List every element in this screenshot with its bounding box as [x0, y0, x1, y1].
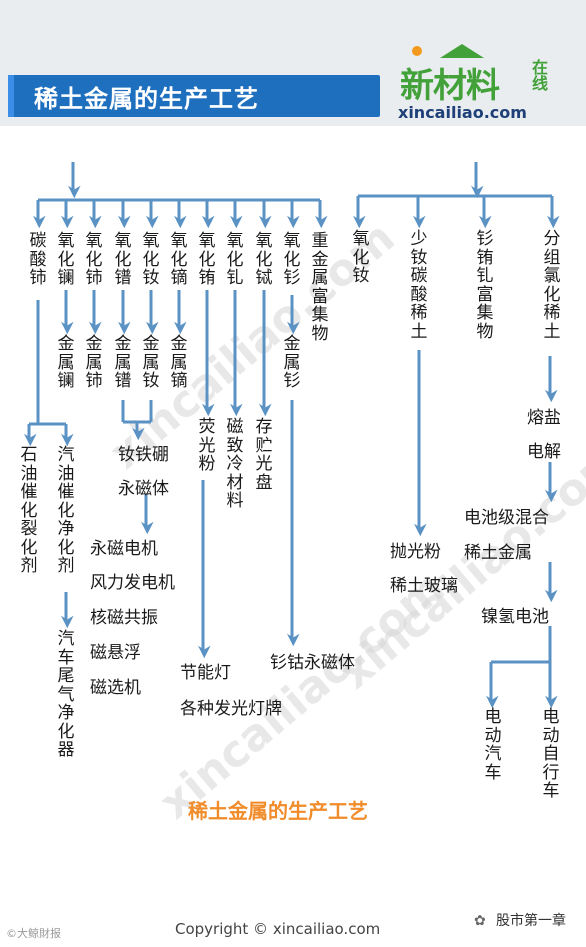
- node-ev-bike: 电动自行车: [542, 707, 560, 801]
- node-metal-la: 金属镧: [57, 334, 75, 391]
- node-oxide-nd: 氧化钕: [142, 231, 160, 288]
- node-storage-disk: 存贮光盘: [255, 417, 273, 493]
- node-electrolysis: 电解: [527, 442, 561, 462]
- page-title: 稀土金属的生产工艺: [34, 85, 259, 113]
- node-light-signs: 各种发光灯牌: [180, 699, 282, 719]
- node-gasoline-catalyst: 汽油催化净化剂: [57, 445, 75, 576]
- node-smco-magnet: 钐钴永磁体: [270, 653, 355, 673]
- node-oxide-la: 氧化镧: [57, 231, 75, 288]
- node-oxide-dy: 氧化镝: [170, 231, 188, 288]
- wechat-watermark: 股市第一章: [496, 913, 566, 929]
- node-auto-exhaust: 汽车尾气净化器: [57, 629, 75, 760]
- node-little-nd-carbonate: 少钕碳酸稀土: [410, 229, 428, 342]
- node-magnetic-sep: 磁选机: [90, 678, 141, 698]
- node-re-glass: 稀土玻璃: [390, 576, 458, 596]
- node-nimh-battery: 镍氢电池: [481, 607, 549, 627]
- node-carbonate-ce: 碳酸铈: [29, 231, 47, 288]
- node-magnetostrictive: 磁致冷材料: [226, 417, 244, 511]
- node-oxide-ce: 氧化铈: [85, 231, 103, 288]
- node-battery-grade: 电池级混合: [464, 508, 549, 528]
- node-re-metal: 稀土金属: [464, 543, 532, 563]
- node-ndfeb: 钕铁硼: [118, 445, 169, 465]
- node-oxide-tb: 氧化铽: [255, 231, 273, 288]
- logo-roof-icon: [440, 44, 484, 58]
- node-metal-sm: 金属钐: [283, 334, 301, 391]
- title-bar: 稀土金属的生产工艺: [8, 75, 380, 117]
- node-ev-car: 电动汽车: [484, 707, 502, 783]
- node-polish-powder: 抛光粉: [390, 542, 441, 562]
- node-petro-catalyst: 石油催化裂化剂: [20, 445, 38, 576]
- node-permanent-magnet: 永磁体: [118, 479, 169, 499]
- node-nmr: 核磁共振: [90, 608, 158, 628]
- logo-url: xincailiao.com: [398, 103, 527, 122]
- node-fraction-chloride: 分组氯化稀土: [543, 229, 561, 342]
- node-maglev: 磁悬浮: [90, 643, 141, 663]
- node-metal-ce: 金属铈: [85, 334, 103, 391]
- node-phosphor: 荧光粉: [198, 417, 216, 474]
- node-molten-salt: 熔盐: [527, 408, 561, 428]
- logo-dot-icon: [412, 46, 422, 56]
- node-oxide-sm: 氧化钐: [283, 231, 301, 288]
- copyright-text: Copyright © xincailiao.com: [175, 920, 381, 938]
- node-oxide-pr: 氧化镨: [114, 231, 132, 288]
- wechat-icon: ✿: [474, 913, 486, 929]
- logo-main-text: 新材料: [400, 66, 500, 106]
- node-sm-eu-gd-concentrate: 钐铕钆富集物: [476, 229, 494, 342]
- node-magnet-motor: 永磁电机: [90, 539, 158, 559]
- footer-title: 稀土金属的生产工艺: [188, 799, 368, 823]
- node-metal-dy: 金属镝: [170, 334, 188, 391]
- node-oxide-gd: 氧化钆: [226, 231, 244, 288]
- node-metal-pr: 金属镨: [114, 334, 132, 391]
- logo-side-text: 在线: [532, 58, 549, 93]
- node-oxide-eu: 氧化铕: [198, 231, 216, 288]
- node-heavy-concentrate: 重金属富集物: [311, 231, 329, 344]
- node-wind-power: 风力发电机: [90, 573, 175, 593]
- node-metal-nd: 金属钕: [142, 334, 160, 391]
- node-energy-lamp: 节能灯: [180, 663, 231, 683]
- weibo-watermark: ©大鲸財报: [6, 927, 61, 940]
- node-oxide-nd-right: 氧化钕: [352, 229, 370, 286]
